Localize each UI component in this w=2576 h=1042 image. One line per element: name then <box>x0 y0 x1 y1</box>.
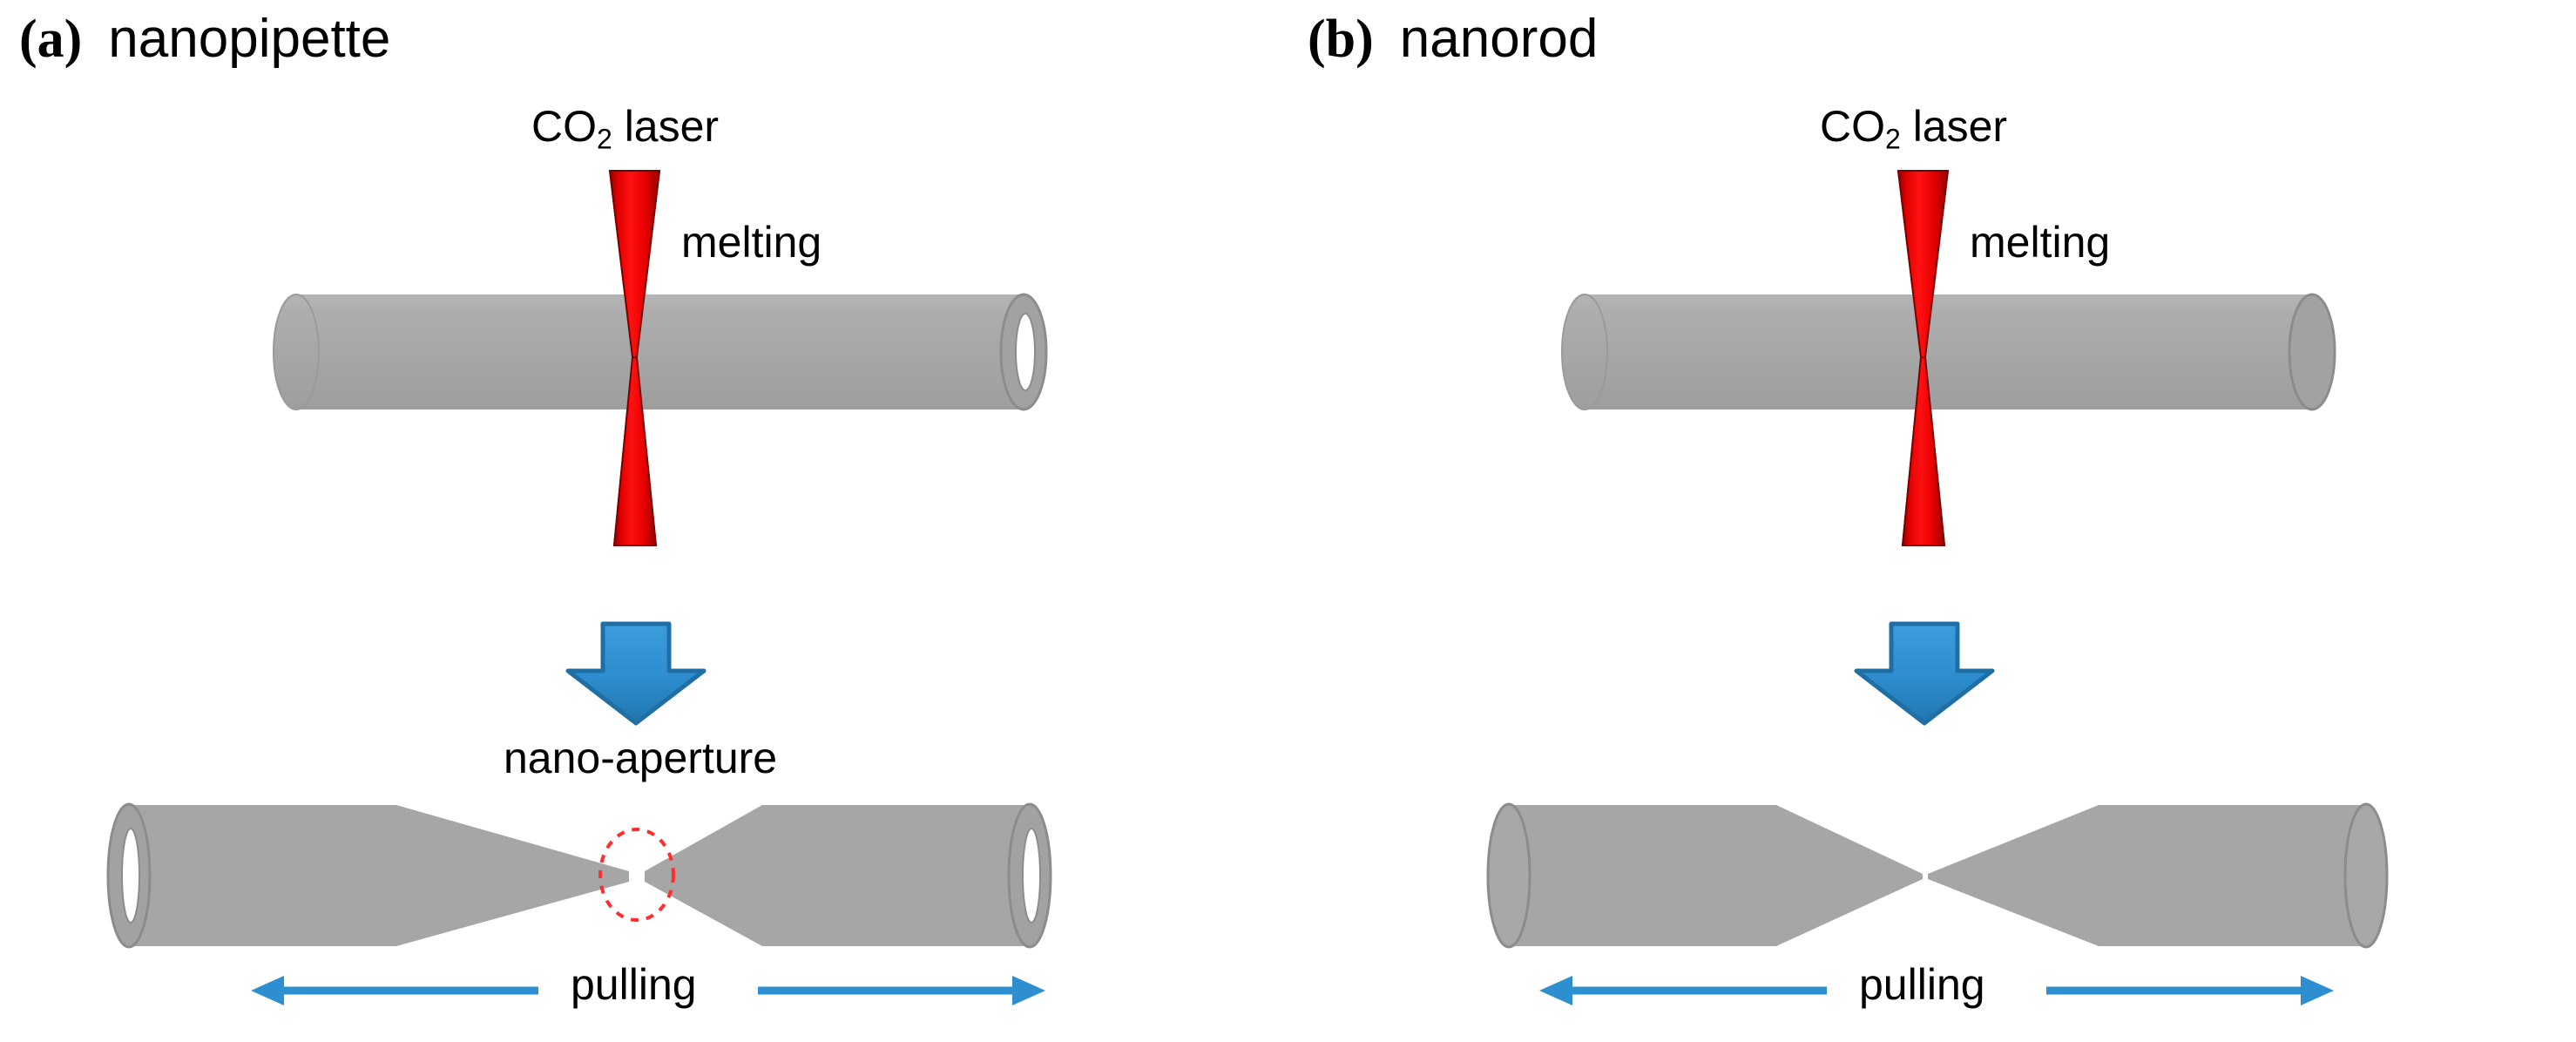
rod-body <box>1585 294 2312 409</box>
nano-aperture-marker <box>598 828 675 922</box>
laser-beam-overlay-a <box>608 170 661 546</box>
pulled-left-end-b <box>1486 802 1531 949</box>
panel-b-title: nanorod <box>1399 9 1599 69</box>
pulling-arrow-right-head-a <box>1012 976 1045 1005</box>
pulling-label-a: pulling <box>571 960 697 1009</box>
pulled-left-bore-a <box>121 828 140 924</box>
panel-a-tag: (a) <box>19 10 83 69</box>
panel-a-graphics <box>106 170 1052 1005</box>
laser-lower-cone-overlay-a <box>612 356 658 546</box>
panel-a-heading: (a) nanopipette <box>19 9 391 69</box>
nano-aperture-label: nano-aperture <box>504 734 778 782</box>
co2-laser-label-a: CO2 laser <box>531 102 720 155</box>
pipette-left-end <box>273 294 320 410</box>
pulling-arrows-a <box>251 976 1045 1005</box>
pulled-right-body-b <box>1928 805 2366 946</box>
panel-b-heading: (b) nanorod <box>1308 9 1599 69</box>
melting-label-a: melting <box>681 218 822 267</box>
nano-aperture-circle <box>598 828 675 922</box>
pulled-right-bore-a <box>1022 828 1041 924</box>
pipette-body <box>296 294 1024 409</box>
pulling-arrow-right-head-b <box>2301 976 2334 1005</box>
pulled-right-body-a <box>645 805 1030 946</box>
laser-beam-overlay-b <box>1897 170 1950 546</box>
pulled-right-end-b <box>2343 802 2389 949</box>
panel-a-title: nanopipette <box>108 9 391 69</box>
quartz-pipette-cylinder <box>273 293 1048 411</box>
laser-lower-cone-overlay-b <box>1901 356 1946 546</box>
pulled-left-body-b <box>1509 805 1923 946</box>
pulled-nanopipette <box>106 802 1052 949</box>
melting-label-b: melting <box>1970 218 2111 267</box>
pulling-arrows-b <box>1539 976 2334 1005</box>
panel-b-tag: (b) <box>1308 10 1374 69</box>
pulling-label-b: pulling <box>1859 960 1985 1009</box>
panel-nanopipette: (a) nanopipette CO2 laser melting nano-a… <box>19 9 1052 1009</box>
pulled-nanorod <box>1486 802 2389 949</box>
down-arrow-shape-a <box>565 621 707 726</box>
down-arrow-b <box>1854 621 1995 726</box>
pipette-right-bore <box>1015 313 1036 391</box>
panel-b-graphics <box>1486 170 2389 1005</box>
down-arrow-shape-b <box>1854 621 1995 726</box>
down-arrow-a <box>565 621 707 726</box>
pulled-left-body-a <box>129 805 629 946</box>
pulling-arrow-left-head-a <box>251 976 284 1005</box>
co2-laser-label-b: CO2 laser <box>1820 102 2008 155</box>
panel-nanorod: (b) nanorod CO2 laser melting pulling qu… <box>1288 0 2576 1042</box>
rod-right-end <box>2288 293 2336 411</box>
quartz-rod-cylinder <box>1561 293 2336 411</box>
pulling-arrow-left-head-b <box>1539 976 1572 1005</box>
rod-left-end <box>1561 294 1608 410</box>
